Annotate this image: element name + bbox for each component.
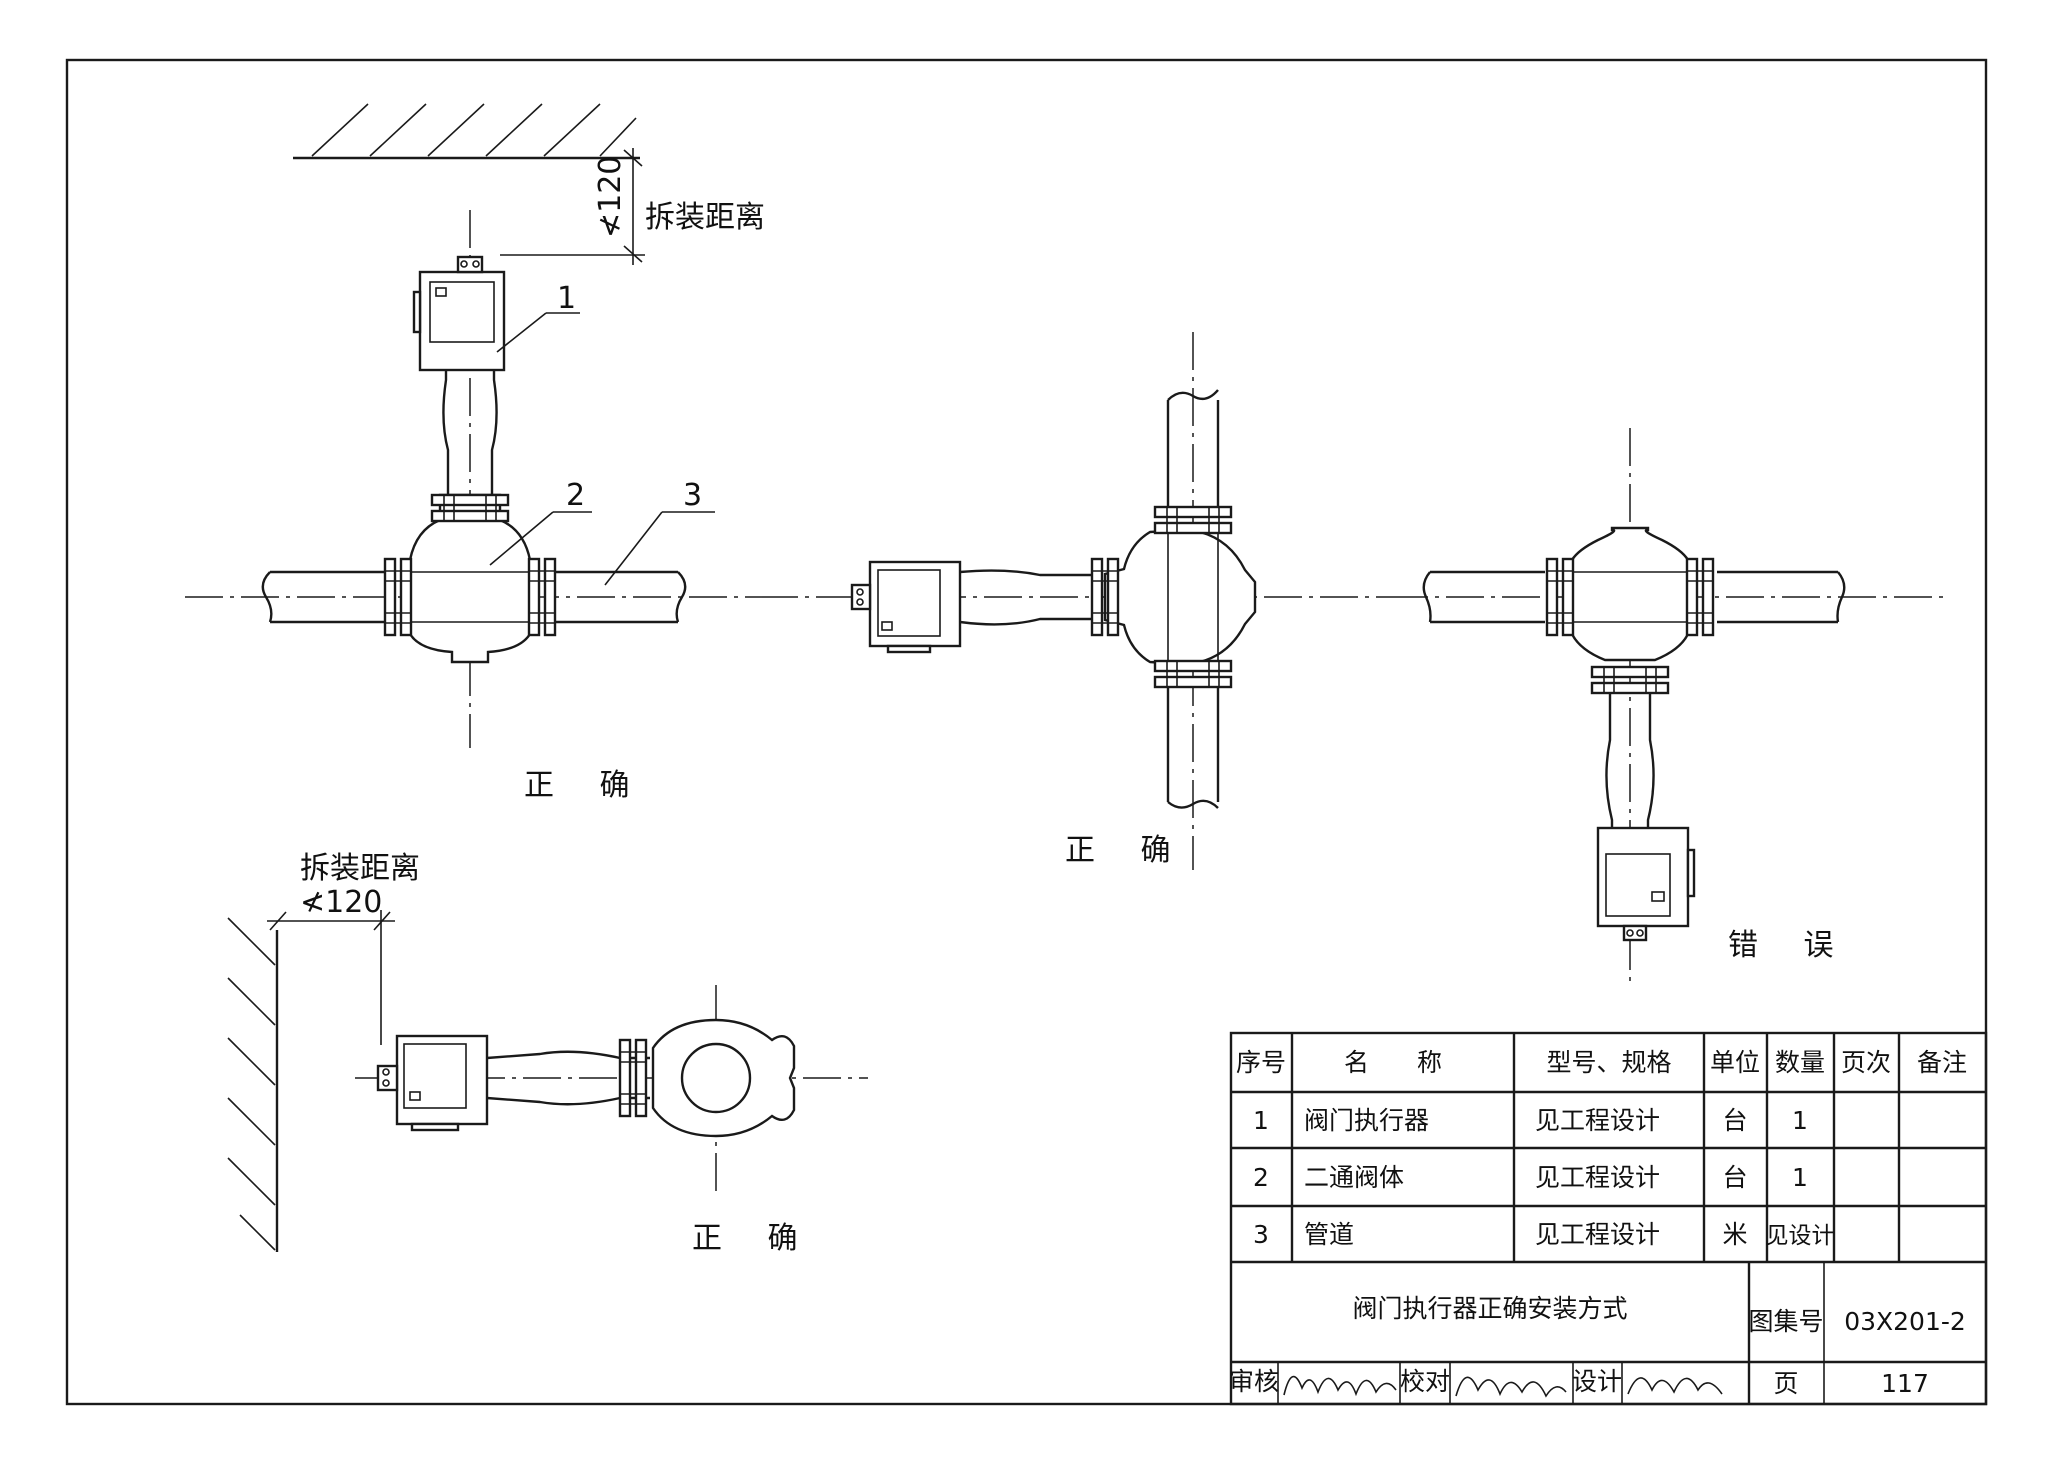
dismount-distance-label-2: 拆装距离 (300, 851, 420, 886)
pipe (261, 570, 385, 624)
pipe (1422, 570, 1545, 624)
actuator (412, 255, 506, 372)
signature-check (1455, 1376, 1567, 1398)
dimension-120-left: 拆装距离 ≮120 (267, 851, 420, 1045)
header-cell: 名 称 (1344, 1048, 1462, 1077)
row-cell: 米 (1722, 1220, 1747, 1249)
leader-2: 2 (489, 478, 592, 566)
actuator-stem (486, 1050, 650, 1106)
dimension-120-top: ≮120 拆装距离 (500, 148, 765, 265)
actuator (376, 1034, 489, 1132)
table-row: 1 阀门执行器 见工程设计 台 1 (1253, 1106, 1808, 1135)
row-cell: 3 (1253, 1220, 1269, 1249)
dim-120-label: ≮120 (593, 156, 628, 238)
row-cell: 台 (1722, 1106, 1747, 1135)
row-cell: 见工程设计 (1535, 1220, 1660, 1249)
caption-correct-2: 正 确 (1065, 833, 1189, 868)
actuator (850, 560, 962, 654)
row-cell: 1 (1253, 1106, 1269, 1135)
dismount-distance-label: 拆装距离 (645, 200, 765, 235)
atlas-label: 图集号 (1748, 1307, 1823, 1336)
caption-wrong: 错 误 (1728, 928, 1852, 963)
materials-table: 序号 名 称 型号、规格 单位 数量 页次 备注 1 阀门执行器 见工程设计 台… (1229, 1031, 1988, 1406)
item-1-label: 1 (557, 281, 576, 316)
caption-correct-1: 正 确 (524, 768, 648, 803)
view-2-actuator-left: 正 确 (760, 332, 1390, 870)
table-row: 3 管道 见工程设计 米 见设计 (1253, 1220, 1834, 1249)
design-label: 设计 (1572, 1367, 1622, 1396)
header-cell: 序号 (1236, 1048, 1286, 1077)
pipe (1166, 688, 1220, 809)
signature-review (1283, 1375, 1397, 1397)
signature-design (1627, 1377, 1723, 1395)
review-label: 审核 (1229, 1367, 1279, 1396)
row-cell: 1 (1792, 1163, 1808, 1192)
page-number: 117 (1881, 1369, 1929, 1398)
row-cell: 2 (1253, 1163, 1269, 1192)
leader-1: 1 (496, 281, 580, 353)
item-3-label: 3 (683, 478, 702, 513)
view-1-actuator-top: ≮120 拆装距离 1 (185, 103, 765, 803)
pipe (545, 570, 687, 624)
view-3-actuator-bottom-wrong: 错 误 (1390, 428, 1948, 985)
pipe (1166, 389, 1220, 508)
actuator (1596, 826, 1696, 942)
row-cell: 管道 (1304, 1220, 1354, 1249)
atlas-number: 03X201-2 (1844, 1307, 1966, 1336)
page-label: 页 (1773, 1369, 1798, 1398)
caption-correct-4: 正 确 (692, 1221, 816, 1256)
table-row: 2 二通阀体 见工程设计 台 1 (1253, 1163, 1808, 1192)
header-cell: 型号、规格 (1546, 1048, 1671, 1077)
check-label: 校对 (1400, 1367, 1450, 1396)
valve-body (1570, 526, 1690, 662)
actuator-stem (1605, 692, 1655, 828)
drawing-title: 阀门执行器正确安装方式 (1352, 1294, 1627, 1323)
header-cell: 单位 (1710, 1048, 1760, 1077)
actuator-stem (442, 370, 498, 495)
row-cell: 见工程设计 (1535, 1106, 1660, 1135)
row-cell: 阀门执行器 (1304, 1106, 1429, 1135)
valve-bore (680, 1042, 752, 1114)
leader-3: 3 (604, 478, 715, 586)
header-cell: 页次 (1841, 1048, 1891, 1077)
row-cell: 二通阀体 (1304, 1163, 1404, 1192)
drawing-frame (65, 58, 1988, 1406)
dim-120-label-2: ≮120 (300, 885, 382, 920)
view-4-actuator-near-wall: 拆装距离 ≮120 正 确 (227, 851, 868, 1256)
row-cell: 台 (1722, 1163, 1747, 1192)
header-cell: 备注 (1917, 1048, 1967, 1077)
row-cell: 见设计 (1766, 1223, 1835, 1249)
table-header-row: 序号 名 称 型号、规格 单位 数量 页次 备注 (1236, 1048, 1967, 1077)
row-cell: 见工程设计 (1535, 1163, 1660, 1192)
pipe (1717, 570, 1846, 624)
row-cell: 1 (1792, 1106, 1808, 1135)
actuator-stem (958, 569, 1092, 626)
item-2-label: 2 (566, 478, 585, 513)
header-cell: 数量 (1775, 1048, 1825, 1077)
valve-body (1103, 529, 1257, 665)
